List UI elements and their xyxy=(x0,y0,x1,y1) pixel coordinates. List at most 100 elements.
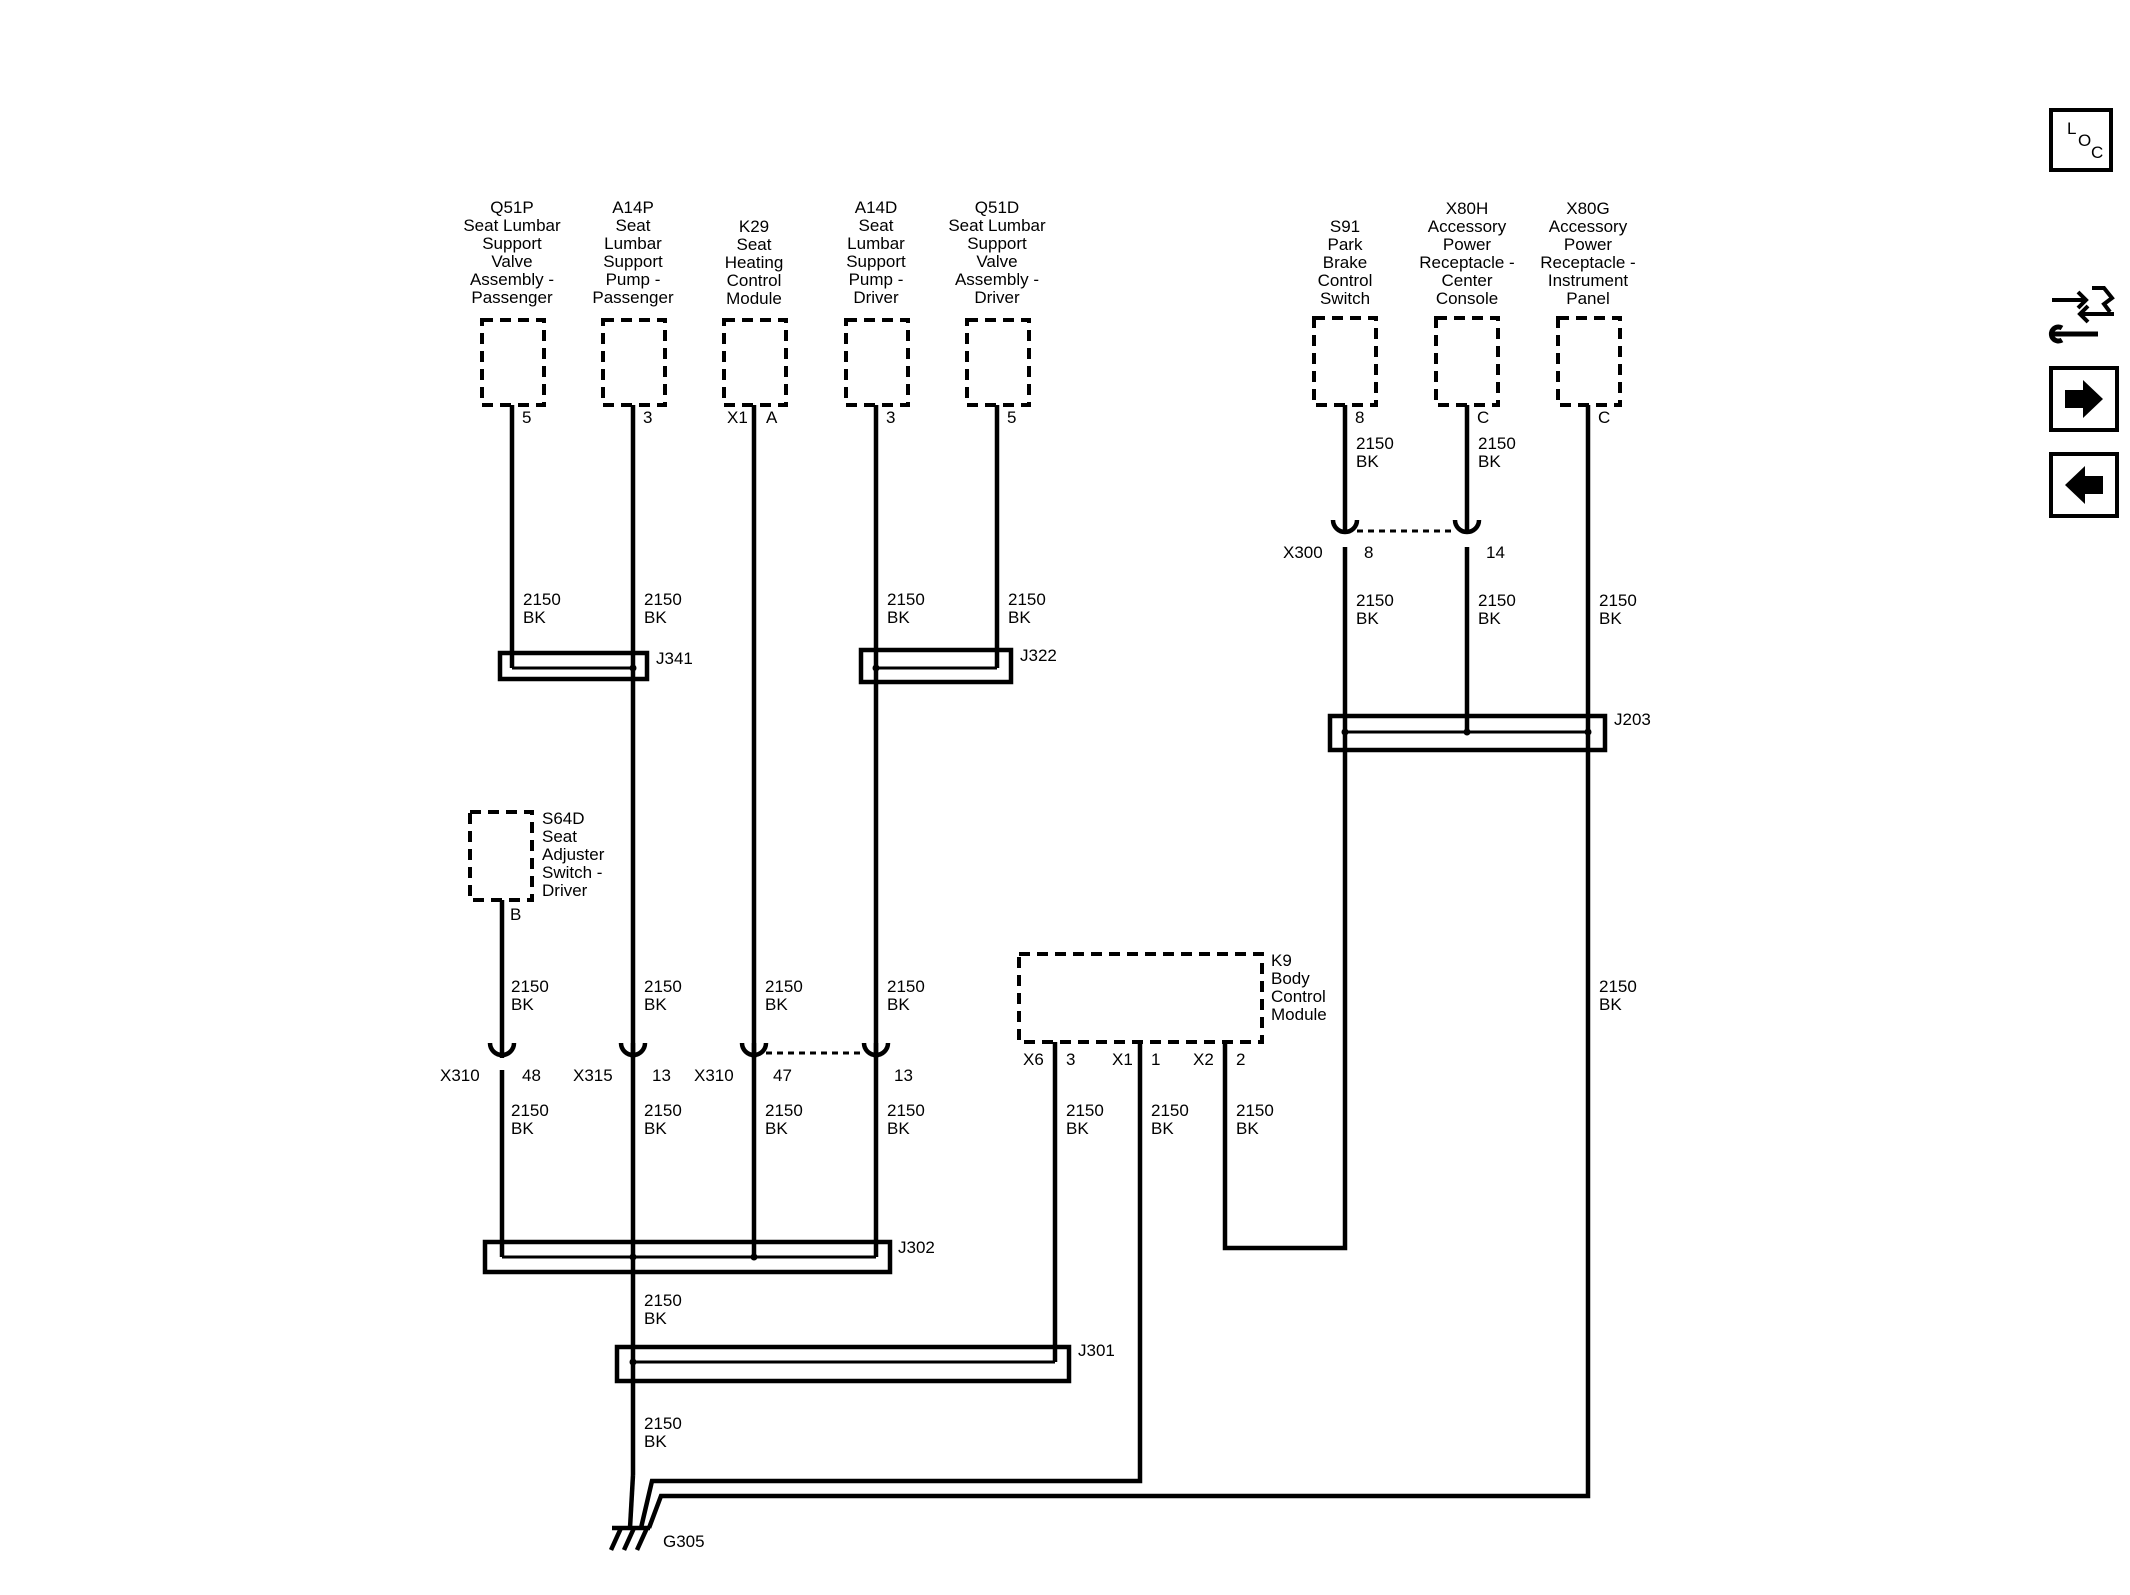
svg-text:S91: S91 xyxy=(1330,217,1360,236)
svg-text:Valve: Valve xyxy=(491,252,532,271)
svg-text:Support: Support xyxy=(846,252,906,271)
svg-text:Assembly -: Assembly - xyxy=(470,270,554,289)
svg-text:BK: BK xyxy=(511,1119,534,1138)
svg-text:Control: Control xyxy=(727,271,782,290)
svg-text:2150: 2150 xyxy=(644,590,682,609)
svg-text:Center: Center xyxy=(1441,271,1492,290)
svg-text:Power: Power xyxy=(1443,235,1492,254)
svg-text:BK: BK xyxy=(887,995,910,1014)
svg-text:Passenger: Passenger xyxy=(592,288,674,307)
svg-text:Console: Console xyxy=(1436,289,1498,308)
component-x80h-box xyxy=(1434,316,1500,407)
svg-text:2150: 2150 xyxy=(1356,591,1394,610)
svg-text:Assembly -: Assembly - xyxy=(955,270,1039,289)
next-page-button[interactable] xyxy=(2049,366,2119,432)
svg-text:Park: Park xyxy=(1328,235,1363,254)
svg-text:2150: 2150 xyxy=(644,1291,682,1310)
svg-text:X310: X310 xyxy=(440,1066,480,1085)
svg-text:Control: Control xyxy=(1318,271,1373,290)
svg-text:2150: 2150 xyxy=(1066,1101,1104,1120)
svg-text:Seat: Seat xyxy=(859,216,894,235)
previous-page-button[interactable] xyxy=(2049,452,2119,518)
svg-text:Lumbar: Lumbar xyxy=(847,234,905,253)
svg-text:X315: X315 xyxy=(573,1066,613,1085)
component-k9-box xyxy=(1017,952,1264,1044)
svg-text:8: 8 xyxy=(1355,408,1364,427)
next-page-arrow-icon xyxy=(2065,380,2103,418)
svg-text:Heating: Heating xyxy=(725,253,784,272)
component-s64d-box xyxy=(468,810,534,902)
svg-text:5: 5 xyxy=(522,408,531,427)
splice-j203: J203 xyxy=(1327,710,1651,753)
svg-text:Driver: Driver xyxy=(974,288,1020,307)
svg-text:Control: Control xyxy=(1271,987,1326,1006)
svg-text:BK: BK xyxy=(1599,995,1622,1014)
svg-text:Receptacle -: Receptacle - xyxy=(1419,253,1514,272)
svg-text:Accessory: Accessory xyxy=(1428,217,1507,236)
svg-text:J322: J322 xyxy=(1020,646,1057,665)
svg-text:3: 3 xyxy=(643,408,652,427)
svg-text:Support: Support xyxy=(482,234,542,253)
component-k29: K29 Seat Heating Control Module X1 A xyxy=(722,217,788,427)
svg-text:Seat: Seat xyxy=(737,235,772,254)
svg-text:Driver: Driver xyxy=(853,288,899,307)
svg-text:A14D: A14D xyxy=(855,198,898,217)
component-x80g: X80G Accessory Power Receptacle - Instru… xyxy=(1540,199,1635,427)
connector-locator-icon[interactable] xyxy=(2048,280,2118,346)
svg-text:Seat Lumbar: Seat Lumbar xyxy=(948,216,1046,235)
component-k29-box xyxy=(722,318,788,407)
svg-text:BK: BK xyxy=(887,1119,910,1138)
svg-text:J302: J302 xyxy=(898,1238,935,1257)
svg-text:C: C xyxy=(1598,408,1610,427)
component-a14p-box xyxy=(601,318,667,407)
component-a14p: A14P Seat Lumbar Support Pump - Passenge… xyxy=(592,198,674,427)
svg-text:BK: BK xyxy=(1151,1119,1174,1138)
svg-text:S64D: S64D xyxy=(542,809,585,828)
svg-text:13: 13 xyxy=(894,1066,913,1085)
svg-text:BK: BK xyxy=(511,995,534,1014)
svg-text:X310: X310 xyxy=(694,1066,734,1085)
svg-text:A14P: A14P xyxy=(612,198,654,217)
svg-text:Valve: Valve xyxy=(976,252,1017,271)
inline-connector-x310-a: X310 48 xyxy=(440,1042,541,1085)
svg-text:Q51D: Q51D xyxy=(975,198,1019,217)
svg-text:BK: BK xyxy=(1066,1119,1089,1138)
svg-text:X6: X6 xyxy=(1023,1050,1044,1069)
svg-text:3: 3 xyxy=(1066,1050,1075,1069)
svg-text:2150: 2150 xyxy=(887,977,925,996)
component-a14d: A14D Seat Lumbar Support Pump - Driver 3 xyxy=(844,198,910,427)
svg-text:48: 48 xyxy=(522,1066,541,1085)
svg-text:Switch: Switch xyxy=(1320,289,1370,308)
svg-text:BK: BK xyxy=(1236,1119,1259,1138)
inline-connector-x310-b: X310 47 13 xyxy=(694,1042,913,1085)
svg-text:J203: J203 xyxy=(1614,710,1651,729)
loc-letter-l: L xyxy=(2067,119,2077,138)
splice-j302: J302 xyxy=(482,1238,935,1275)
svg-text:Power: Power xyxy=(1564,235,1613,254)
svg-text:2150: 2150 xyxy=(644,977,682,996)
component-s64d: S64D Seat Adjuster Switch - Driver B xyxy=(468,809,605,924)
svg-text:X80H: X80H xyxy=(1446,199,1489,218)
svg-text:2150: 2150 xyxy=(1236,1101,1274,1120)
svg-text:Module: Module xyxy=(1271,1005,1327,1024)
svg-text:Seat: Seat xyxy=(542,827,577,846)
wires xyxy=(499,405,1591,1529)
svg-text:X300: X300 xyxy=(1283,543,1323,562)
component-q51d: Q51D Seat Lumbar Support Valve Assembly … xyxy=(948,198,1046,427)
loc-button[interactable]: L O C xyxy=(2049,108,2113,172)
component-x80h: X80H Accessory Power Receptacle - Center… xyxy=(1419,199,1514,427)
svg-text:1: 1 xyxy=(1151,1050,1160,1069)
svg-text:X2: X2 xyxy=(1193,1050,1214,1069)
svg-text:K29: K29 xyxy=(739,217,769,236)
svg-text:5: 5 xyxy=(1007,408,1016,427)
svg-text:J301: J301 xyxy=(1078,1341,1115,1360)
svg-text:BK: BK xyxy=(1478,452,1501,471)
component-s91: S91 Park Brake Control Switch 8 xyxy=(1312,217,1378,427)
svg-text:2150: 2150 xyxy=(765,1101,803,1120)
svg-text:2150: 2150 xyxy=(765,977,803,996)
svg-text:Seat Lumbar: Seat Lumbar xyxy=(463,216,561,235)
svg-text:2150: 2150 xyxy=(644,1101,682,1120)
svg-text:BK: BK xyxy=(765,1119,788,1138)
loc-letter-o: O xyxy=(2078,131,2092,150)
